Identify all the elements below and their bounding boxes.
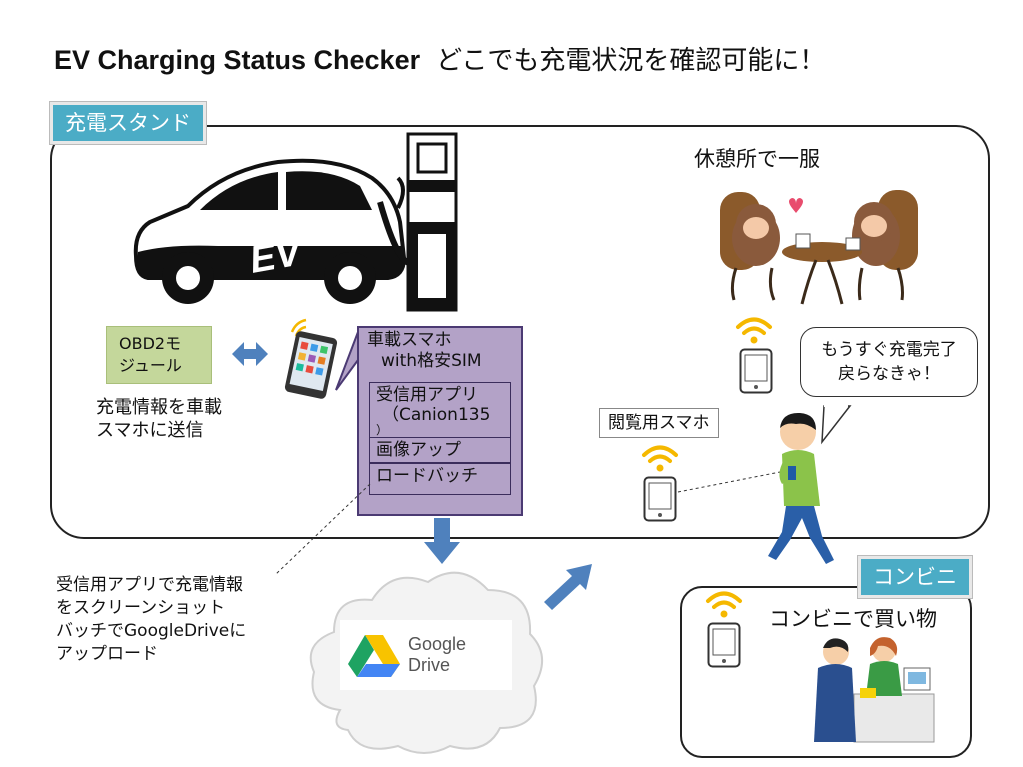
cloud-desc-line-2: をスクリーンショット bbox=[56, 598, 226, 618]
upload-batch-box: 画像アップ bbox=[369, 438, 511, 463]
cloud-desc-line-1: 受信用アプリで充電情報 bbox=[56, 575, 243, 595]
phone-icon-rest bbox=[739, 348, 773, 394]
speech-bubble: もうすぐ充電完了 戻らなきゃ！ bbox=[800, 327, 978, 397]
ev-logo-text: EV bbox=[247, 231, 307, 282]
receiver-app-line-2: （Canion135 bbox=[382, 405, 491, 425]
cloud-desc-line-4: アップロード bbox=[56, 644, 158, 664]
rest-area-label: 休憩所で一服 bbox=[694, 147, 820, 171]
car-phone-line-2: with格安SIM bbox=[381, 351, 482, 371]
ev-car-illustration: EV bbox=[133, 158, 407, 304]
upload-batch-box-2: ロードバッチ bbox=[369, 463, 511, 495]
viewer-dashed-line bbox=[677, 471, 781, 493]
cloud-description: 受信用アプリで充電情報 をスクリーンショット バッチでGoogleDriveに … bbox=[56, 574, 246, 666]
walking-man-illustration bbox=[768, 412, 834, 564]
receiver-app-line-3: ） bbox=[376, 423, 389, 437]
up-right-arrow-icon bbox=[544, 564, 592, 610]
dashed-connector bbox=[275, 483, 371, 575]
charging-stand-tag: 充電スタンド bbox=[50, 102, 206, 144]
bubble-line-1: もうすぐ充電完了 bbox=[821, 340, 957, 360]
wifi-icon-convenience bbox=[706, 591, 742, 618]
speech-bubble-tail bbox=[821, 404, 852, 445]
tablet-icon bbox=[284, 318, 338, 399]
upload-batch-line-1: 画像アップ bbox=[376, 440, 461, 460]
phone-icon-viewer bbox=[643, 476, 677, 522]
google-drive-icon bbox=[348, 635, 400, 677]
title-en: EV Charging Status Checker bbox=[54, 45, 421, 75]
rest-area-illustration bbox=[720, 190, 918, 305]
charger-illustration bbox=[377, 132, 458, 312]
google-drive-logo: Google Drive bbox=[340, 620, 512, 690]
wifi-icon-rest bbox=[736, 317, 772, 344]
cloud-desc-line-3: バッチでGoogleDriveに bbox=[56, 621, 247, 641]
convenience-label: コンビニで買い物 bbox=[769, 607, 937, 631]
title-jp: どこでも充電状況を確認可能に！ bbox=[436, 46, 826, 76]
receiver-app-box: 受信用アプリ （Canion135 ） bbox=[369, 382, 511, 438]
viewer-phone-label: 閲覧用スマホ bbox=[599, 408, 719, 438]
upload-batch-line-2: ロードバッチ bbox=[376, 466, 478, 486]
page-title: EV Charging Status Checker どこでも充電状況を確認可能に… bbox=[54, 40, 825, 77]
obd2-line-1: OBD2モ bbox=[119, 334, 182, 353]
obd2-desc-line-2: スマホに送信 bbox=[96, 420, 204, 441]
obd2-desc-line-1: 充電情報を車載 bbox=[96, 397, 222, 418]
bubble-line-2: 戻らなきゃ！ bbox=[838, 364, 940, 384]
obd2-line-2: ジュール bbox=[119, 356, 182, 375]
car-phone-box: 車載スマホ with格安SIM 受信用アプリ （Canion135 ） 画像アッ… bbox=[357, 326, 523, 516]
convenience-tag: コンビニ bbox=[858, 556, 972, 598]
obd2-module-box: OBD2モ ジュール bbox=[106, 326, 212, 384]
phone-icon-convenience bbox=[707, 622, 741, 668]
convenience-illustration bbox=[814, 637, 935, 743]
down-arrow-icon bbox=[424, 518, 460, 564]
double-arrow-icon bbox=[232, 342, 268, 366]
wifi-icon-viewer bbox=[642, 445, 678, 472]
google-drive-label: Google Drive bbox=[408, 634, 467, 675]
receiver-app-line-1: 受信用アプリ bbox=[376, 385, 478, 405]
car-phone-line-1: 車載スマホ bbox=[367, 330, 452, 350]
obd2-description: 充電情報を車載 スマホに送信 bbox=[96, 396, 222, 442]
